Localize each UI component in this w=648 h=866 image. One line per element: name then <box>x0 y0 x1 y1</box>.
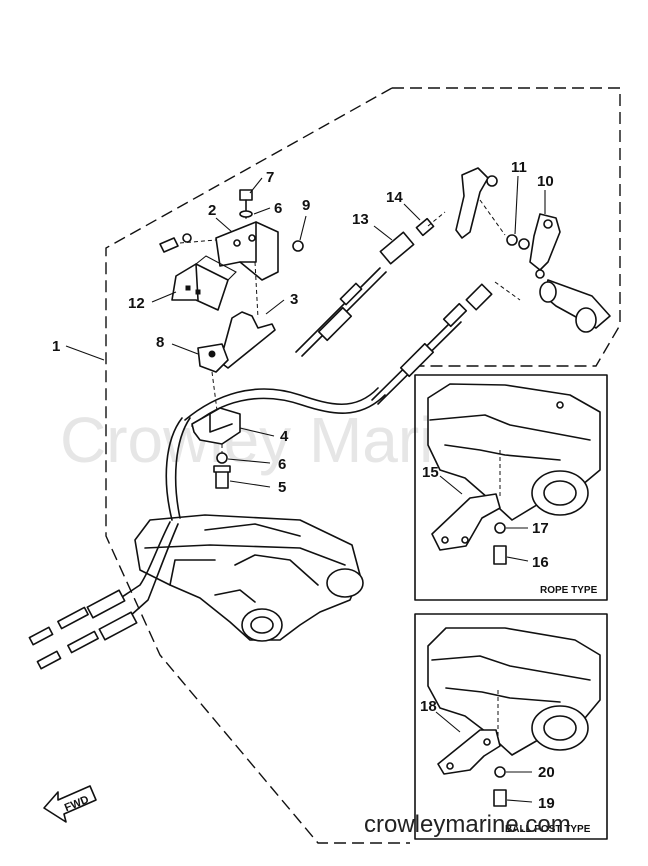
callout-6-lower: 6 <box>278 456 286 473</box>
callout-3: 3 <box>290 291 298 308</box>
callout-17: 17 <box>532 520 549 537</box>
site-url: crowleymarine.com <box>364 811 571 838</box>
throttle-linkage <box>379 167 611 333</box>
pad-12 <box>171 255 237 311</box>
callout-9: 9 <box>302 197 310 214</box>
inset-caption-ball-post: BALL POST TYPE <box>505 824 591 835</box>
callout-11: 11 <box>511 159 527 176</box>
callout-15: 15 <box>422 464 439 481</box>
callout-14: 14 <box>386 189 403 206</box>
inset-caption-rope: ROPE TYPE <box>540 585 598 596</box>
callout-6-upper: 6 <box>274 200 282 217</box>
callout-4: 4 <box>280 428 289 445</box>
inset-rope-type: 15 16 17 ROPE TYPE <box>414 374 608 601</box>
callout-18: 18 <box>420 698 437 715</box>
clamp-4 <box>191 407 241 489</box>
upper-cables <box>295 267 493 405</box>
assembly-boundary <box>105 87 621 844</box>
lower-housing <box>134 514 364 642</box>
callout-19: 19 <box>538 795 555 812</box>
callout-1: 1 <box>52 338 60 355</box>
callout-2: 2 <box>208 202 216 219</box>
callout-10: 10 <box>537 173 554 190</box>
inset-ball-post-type: 18 19 20 BALL POST TYPE <box>414 613 608 840</box>
callout-8: 8 <box>156 334 164 351</box>
bracket-3-8 <box>197 311 276 419</box>
callout-13: 13 <box>352 211 369 228</box>
cable-end-fittings <box>28 589 138 670</box>
callout-12: 12 <box>128 295 145 312</box>
callout-16: 16 <box>532 554 549 571</box>
callouts-main: 1 2 3 4 5 6 7 6 8 9 10 11 12 13 14 <box>52 159 554 496</box>
callout-5: 5 <box>278 479 286 496</box>
callout-7: 7 <box>266 169 274 186</box>
callout-20: 20 <box>538 764 555 781</box>
fwd-arrow-icon: FWD <box>43 785 97 823</box>
cable-routing <box>109 387 386 626</box>
